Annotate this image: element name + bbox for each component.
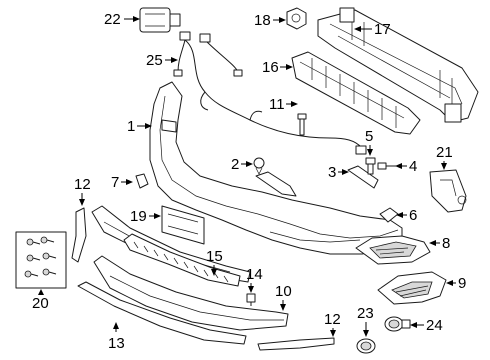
trim-strip-right	[257, 337, 335, 351]
callout-7: 7	[111, 174, 119, 191]
energy-absorber	[291, 51, 421, 135]
clip-6	[379, 207, 399, 223]
bolt-11	[297, 113, 307, 136]
screw-5	[365, 157, 376, 175]
callout-4: 4	[409, 158, 417, 175]
callout-10: 10	[275, 283, 292, 300]
callout-11: 11	[269, 96, 285, 113]
bracket-3	[347, 165, 379, 189]
callout-25: 25	[146, 52, 163, 69]
callout-8: 8	[442, 235, 450, 252]
parking-sensor-23	[356, 338, 376, 354]
callout-18: 18	[254, 12, 271, 29]
callout-12-left: 12	[74, 176, 91, 193]
fog-bezel-upper	[355, 235, 431, 265]
module-22	[139, 7, 181, 33]
hardware-kit	[15, 231, 67, 289]
lower-lip	[77, 281, 247, 345]
grille	[123, 233, 241, 287]
parking-sensor-24	[384, 316, 411, 332]
trim-strip-left	[71, 207, 87, 263]
clip-14	[246, 293, 256, 306]
fog-bezel-lower	[377, 271, 447, 305]
callout-21: 21	[436, 144, 453, 161]
callout-17: 17	[374, 21, 391, 38]
callout-16: 16	[262, 59, 279, 76]
license-bracket	[161, 205, 205, 245]
callout-20: 20	[32, 295, 49, 312]
reinforcement-beam	[317, 7, 479, 123]
callout-6: 6	[409, 207, 417, 224]
kit-screws	[24, 236, 57, 278]
lower-valance	[93, 255, 289, 331]
callout-2: 2	[231, 156, 239, 173]
callout-23: 23	[357, 305, 374, 322]
callout-5: 5	[365, 128, 373, 145]
callout-13: 13	[108, 335, 125, 352]
clip-7	[135, 173, 149, 189]
callout-3: 3	[328, 164, 336, 181]
bracket-21	[429, 169, 467, 213]
bolt-4	[377, 162, 396, 170]
callout-15: 15	[206, 248, 223, 265]
clip-2	[253, 157, 265, 175]
nut-18	[286, 7, 307, 30]
callout-14: 14	[246, 266, 263, 283]
callout-9: 9	[458, 275, 466, 292]
callouts: 22 18 17 25 16 11 1 5 21 2 3 4	[32, 11, 466, 352]
callout-19: 19	[130, 208, 147, 225]
callout-1: 1	[127, 118, 135, 135]
callout-24: 24	[426, 317, 443, 334]
callout-22: 22	[104, 11, 121, 28]
wiring-harness	[173, 31, 367, 155]
callout-12-right: 12	[324, 311, 341, 328]
